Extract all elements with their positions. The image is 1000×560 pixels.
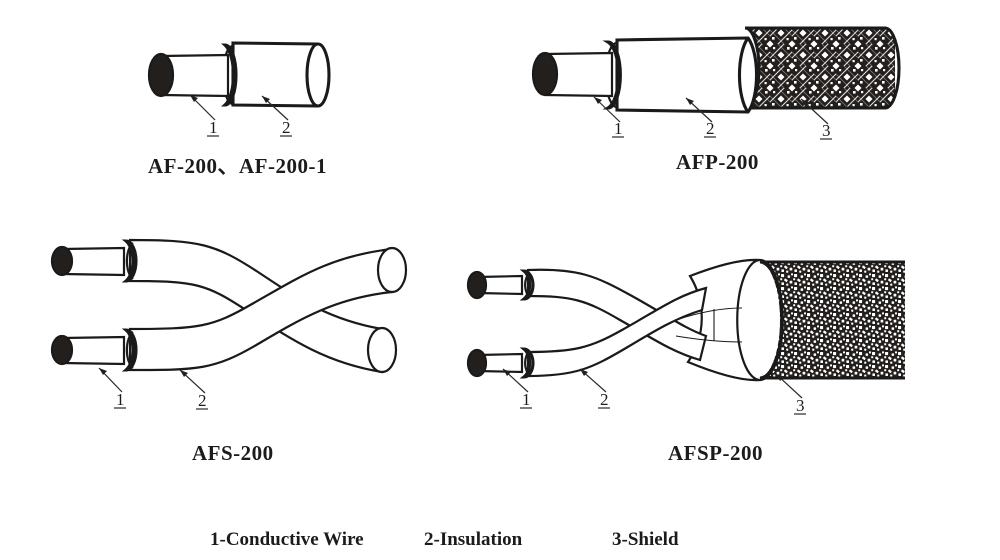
legend-shield: 3-Shield [612, 529, 679, 550]
afsp200-leg-upper [526, 268, 708, 362]
svg-text:2: 2 [282, 118, 291, 137]
svg-text:3: 3 [796, 396, 805, 415]
afsp200-leg-lower [526, 286, 708, 378]
af200-conductor [147, 52, 230, 98]
afsp200-conductor-lower [466, 347, 535, 379]
afs200-conductor-upper [50, 239, 138, 283]
svg-text:1: 1 [614, 119, 623, 138]
afsp200-conductor-upper [466, 269, 535, 301]
afs200-conductor-lower [50, 328, 138, 372]
svg-text:1: 1 [522, 390, 531, 409]
caption-afs-200: AFS-200 [192, 441, 274, 465]
afp200-conductor [531, 51, 614, 98]
legend-conductive-wire: 1-Conductive Wire [210, 529, 364, 550]
afsp200-callout-1: 1 [502, 368, 532, 409]
diagram-afs-200: 1 2 [50, 238, 408, 410]
caption-af-200: AF-200、AF-200-1 [148, 154, 327, 178]
af200-callout-2: 2 [261, 95, 292, 137]
af200-callout-1: 1 [189, 94, 219, 137]
svg-text:2: 2 [600, 390, 609, 409]
caption-afsp-200: AFSP-200 [668, 441, 763, 465]
svg-text:1: 1 [209, 118, 218, 137]
afp200-insulation [602, 36, 759, 114]
diagram-afp-200: 1 2 3 [531, 26, 901, 140]
afsp200-callout-2: 2 [579, 368, 610, 409]
afp200-callout-3: 3 [800, 98, 832, 140]
diagram-afsp-200: 1 2 3 [466, 258, 905, 415]
afsp200-funnel [686, 258, 784, 382]
afsp200-callout-3: 3 [775, 373, 806, 415]
legend-insulation: 2-Insulation [424, 529, 523, 550]
svg-text:2: 2 [706, 119, 715, 138]
afsp200-inner-seam [675, 307, 743, 343]
diagram-af-200: 1 2 [147, 41, 331, 137]
afp200-callout-1: 1 [593, 96, 624, 138]
af200-insulation [220, 41, 331, 108]
svg-text:1: 1 [116, 390, 125, 409]
caption-afp-200: AFP-200 [676, 150, 759, 174]
svg-text:3: 3 [822, 121, 831, 140]
afs200-callout-2: 2 [179, 369, 208, 410]
afp200-callout-2: 2 [685, 97, 716, 138]
svg-text:2: 2 [198, 391, 207, 410]
afp200-shield [744, 26, 901, 110]
afs200-leg-lower [128, 246, 408, 372]
afs200-callout-1: 1 [98, 367, 126, 409]
